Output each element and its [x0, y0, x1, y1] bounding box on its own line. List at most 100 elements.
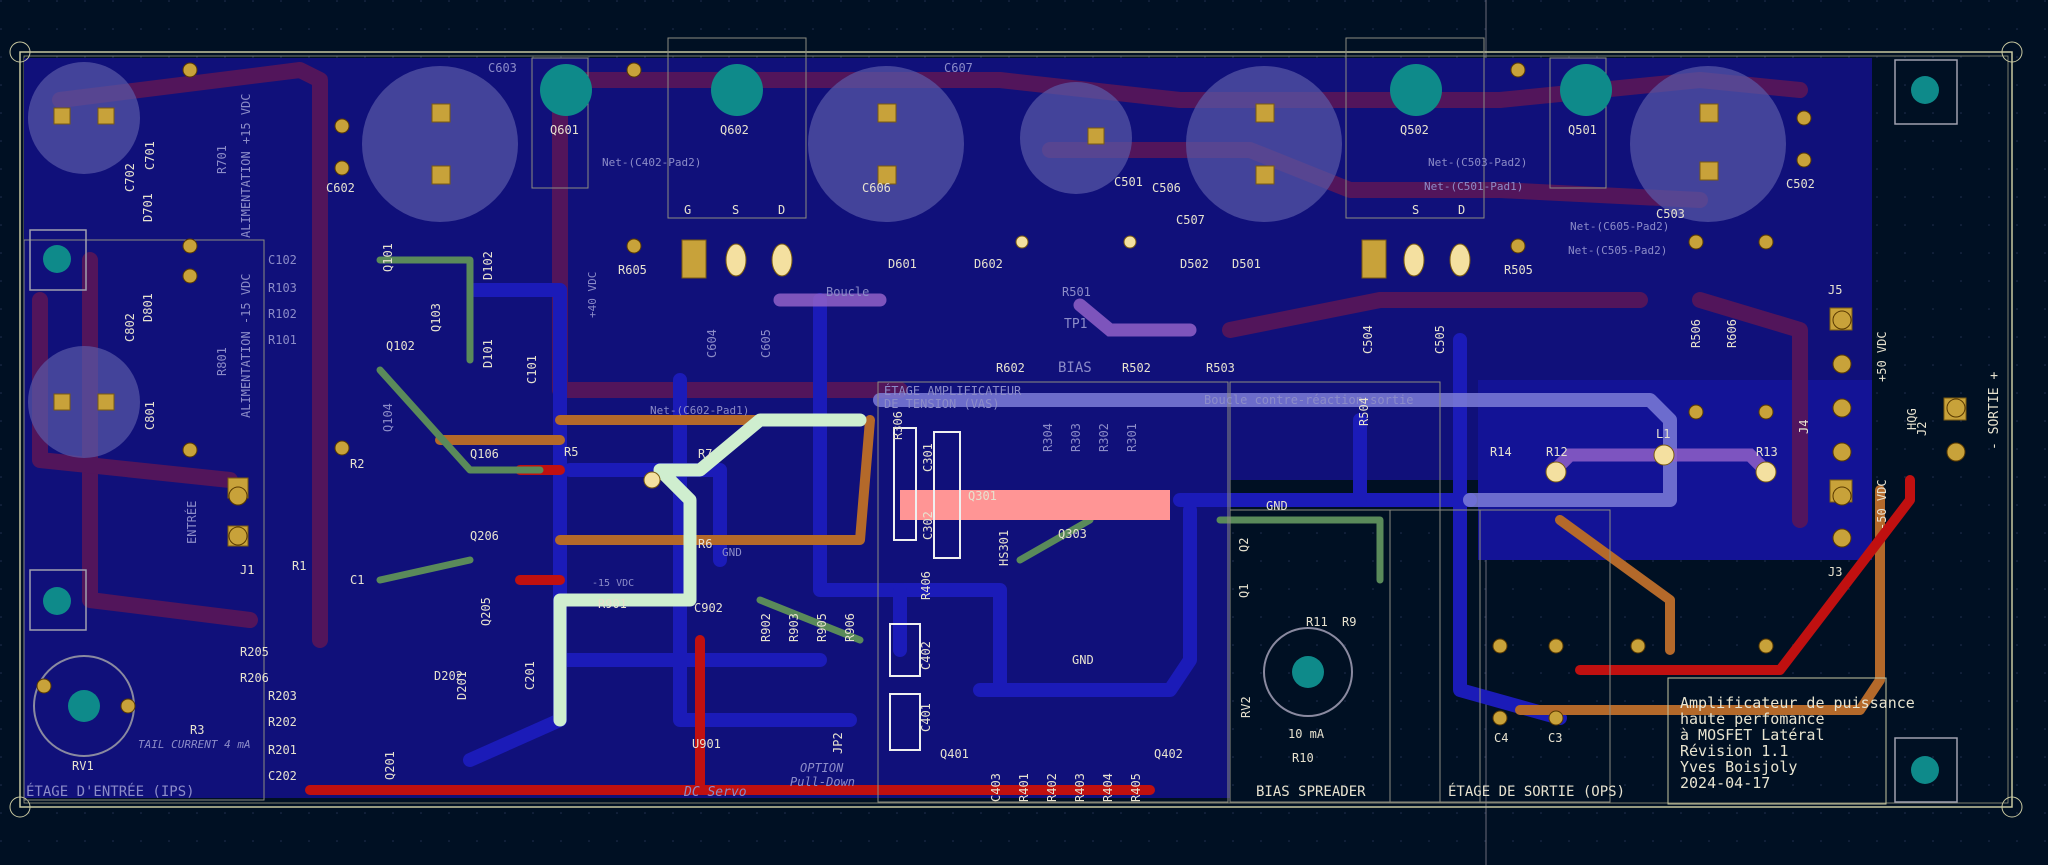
ref-s-right: S	[1412, 203, 1419, 217]
capacitor-c702	[28, 62, 140, 174]
vertical-labels: ALIMENTATION +15 VDC ALIMENTATION -15 VD…	[184, 94, 2002, 545]
net-label-5: Net-(C505-Pad2)	[1568, 244, 1667, 257]
ref-c4: C4	[1494, 731, 1508, 745]
label-tp1: TP1	[1064, 317, 1087, 332]
ref-q206: Q206	[470, 529, 499, 543]
ref-r14: R14	[1490, 445, 1512, 459]
ref-r402: R402	[1045, 773, 1059, 802]
label-minus15: -15 VDC	[592, 578, 634, 589]
label-boucle: Boucle	[826, 285, 869, 299]
ref-j5: J5	[1828, 283, 1842, 297]
label-sortie: - SORTIE +	[1987, 372, 2002, 450]
ref-c507: C507	[1176, 213, 1205, 227]
ref-r12: R12	[1546, 445, 1568, 459]
ref-c606: C606	[862, 181, 891, 195]
potentiometer-rv2	[1263, 627, 1353, 717]
ref-r11: R11	[1306, 615, 1328, 629]
ref-r903: R903	[787, 613, 801, 642]
net-label-1: Net-(C402-Pad2)	[602, 156, 701, 169]
ref-c301: C301	[921, 443, 935, 472]
ref-q601: Q601	[550, 123, 579, 137]
component-refs: C603 C607 Q601 Q602 Q502 Q501 C602 C606 …	[72, 61, 1929, 802]
ref-c605: C605	[759, 329, 773, 358]
ref-r201: R201	[268, 743, 297, 757]
ref-rv1: RV1	[72, 759, 94, 773]
ref-c604: C604	[705, 329, 719, 358]
label-supply-neg: ALIMENTATION -15 VDC	[239, 274, 253, 419]
ref-c702: C702	[123, 163, 137, 192]
ref-c701: C701	[143, 141, 157, 170]
net-label-3: Net-(C501-Pad1)	[1424, 180, 1523, 193]
label-option: OPTION	[800, 761, 844, 775]
ref-jp2: JP2	[831, 732, 845, 754]
ref-c201: C201	[523, 661, 537, 690]
ref-r606: R606	[1725, 319, 1739, 348]
ref-r905: R905	[815, 613, 829, 642]
label-amp-stage: ÉTAGE AMPLIFICATEUR	[884, 383, 1022, 398]
ref-l1: L1	[1656, 427, 1670, 441]
ref-r5: R5	[564, 445, 578, 459]
ref-q1: Q1	[1237, 584, 1251, 598]
highlighted-vias	[643, 235, 1777, 489]
ref-hs301: HS301	[997, 530, 1011, 566]
ref-d701: D701	[141, 193, 155, 222]
ref-q502: Q502	[1400, 123, 1429, 137]
ref-q104: Q104	[381, 403, 395, 432]
ref-r304: R304	[1041, 423, 1055, 452]
ref-d-right: D	[1458, 203, 1465, 217]
label-plus50: +50 VDC	[1875, 331, 1889, 382]
capacitor-c506	[1186, 66, 1342, 222]
ref-r505: R505	[1504, 263, 1533, 277]
ref-r2: R2	[350, 457, 364, 471]
ref-j3: J3	[1828, 565, 1842, 579]
label-input-stage: ÉTAGE D'ENTRÉE (IPS)	[26, 783, 195, 800]
ref-r13: R13	[1756, 445, 1778, 459]
ref-c501: C501	[1114, 175, 1143, 189]
capacitor-c503	[1630, 66, 1786, 222]
ref-r406: R406	[919, 571, 933, 600]
ref-j1: J1	[240, 563, 254, 577]
red-traces	[305, 465, 1915, 795]
ref-c302: C302	[921, 511, 935, 540]
capacitor-c607	[808, 66, 964, 222]
ref-r6: R6	[698, 537, 712, 551]
ref-r906: R906	[843, 613, 857, 642]
ref-r7: R7	[698, 447, 712, 461]
ref-c801: C801	[143, 401, 157, 430]
net-label-6: Net-(C602-Pad1)	[650, 404, 749, 417]
ref-d-left: D	[778, 203, 785, 217]
title-line-5: Yves Boisjoly	[1680, 758, 1797, 776]
net-labels: Net-(C402-Pad2) Net-(C503-Pad2) Net-(C50…	[602, 156, 1669, 417]
title-line-6: 2024-04-17	[1680, 774, 1770, 792]
ref-r202: R202	[268, 715, 297, 729]
ref-r701: R701	[215, 145, 229, 174]
ref-r3: R3	[190, 723, 204, 737]
ref-d502: D502	[1180, 257, 1209, 271]
ref-c401: C401	[919, 703, 933, 732]
ref-r605: R605	[618, 263, 647, 277]
ref-j4: J4	[1797, 420, 1811, 434]
ref-c503: C503	[1656, 207, 1685, 221]
ref-q101: Q101	[381, 243, 395, 272]
ref-q205: Q205	[479, 597, 493, 626]
label-boucle-contre: Boucle contre-réaction sortie	[1204, 393, 1414, 407]
big-capacitors	[28, 62, 1786, 757]
label-gnd-2: GND	[1072, 653, 1094, 667]
ref-q102: Q102	[386, 339, 415, 353]
mounting-holes	[9, 41, 2023, 818]
ref-r602: R602	[996, 361, 1025, 375]
ref-c802: C802	[123, 313, 137, 342]
ref-q103: Q103	[429, 303, 443, 332]
ref-d801: D801	[141, 293, 155, 322]
label-pull-down: Pull-Down	[790, 775, 855, 789]
ref-r403: R403	[1073, 773, 1087, 802]
ref-c607: C607	[944, 61, 973, 75]
ref-d202: D202	[434, 669, 463, 683]
ref-c102: C102	[268, 253, 297, 267]
ref-r10: R10	[1292, 751, 1314, 765]
board-outline	[19, 51, 2013, 808]
net-label-4: Net-(C605-Pad2)	[1570, 220, 1669, 233]
label-hqg: HQG	[1905, 408, 1919, 430]
title-line-1: Amplificateur de puissance	[1680, 694, 1915, 712]
